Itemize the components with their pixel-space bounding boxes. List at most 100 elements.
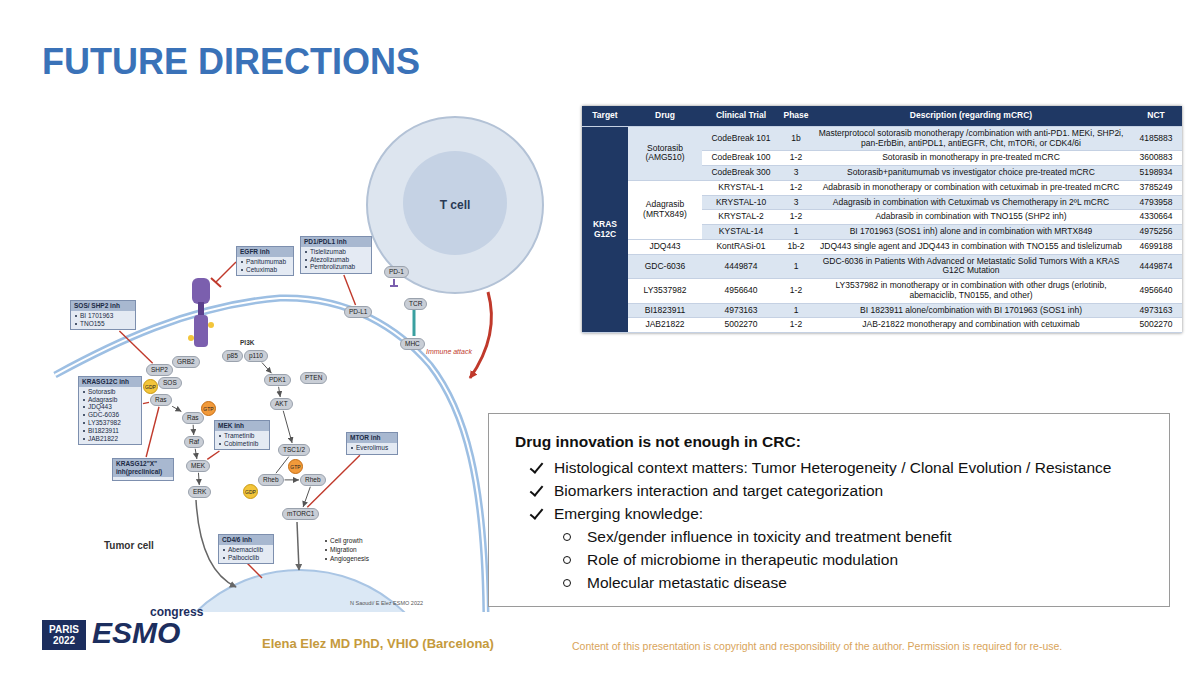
receptor-pill: PD-1 <box>384 266 409 278</box>
inhibition-connector <box>146 407 159 457</box>
table-cell: LY3537982 <box>644 285 687 295</box>
slide-title: FUTURE DIRECTIONS <box>42 44 420 80</box>
table-cell: JAB21822 <box>645 319 684 329</box>
node-heading: PTEN <box>305 374 322 382</box>
activation-arrow <box>193 425 195 435</box>
node-heading: GDP <box>145 384 156 390</box>
table-header: Phase <box>783 110 808 120</box>
inhibitor-box: EGFR inhPanitumumabCetuximab <box>236 246 294 276</box>
node-heading: PD-L1 <box>349 308 367 316</box>
node-heading: TCR <box>409 300 422 308</box>
activation-arrow <box>283 411 292 443</box>
table-cell: 3 <box>794 197 799 207</box>
table-header: Target <box>592 110 617 120</box>
protein-pill: MEK <box>186 460 210 472</box>
node-heading: p85 <box>227 352 238 360</box>
node-heading: GTP <box>290 464 300 470</box>
inhibition-line <box>246 562 262 578</box>
table-header: Drug <box>655 110 675 120</box>
table-cell: GDC-6036 in Patients With Advanced or Me… <box>823 256 1120 276</box>
activation-arrow <box>172 406 181 411</box>
table-cell: Masterprotocol sotorasib monotherapy /co… <box>819 128 1124 148</box>
node-heading: GRB2 <box>177 358 195 366</box>
immune-attack-arrow <box>470 292 491 378</box>
node-heading: p110 <box>249 352 263 360</box>
inhibition-bar <box>211 278 221 287</box>
activation-arrow <box>279 387 281 397</box>
table-cell: Adabrasib in monotherapy or combination … <box>823 182 1120 192</box>
node-heading: Ras <box>155 396 167 404</box>
effect-item: Migration <box>330 546 357 553</box>
inhibition-connector <box>119 331 152 363</box>
table-cell: Adabrasib in combination with TNO155 (SH… <box>875 211 1066 221</box>
protein-pill: PTEN <box>300 372 327 384</box>
signal-arrow <box>297 522 299 570</box>
receptor-pill: TCR <box>404 298 427 310</box>
node-item: Molecular metastatic disease <box>489 571 1169 594</box>
table-cell: Sotorasib+panitumumab vs investigator ch… <box>847 167 1095 177</box>
gtp-circle: GTP <box>288 459 303 474</box>
activation-arrow <box>285 479 299 480</box>
table-cell: 1 <box>794 226 799 236</box>
node-heading: CD4/6 inh <box>219 535 273 545</box>
table-cell: 4793958 <box>1139 197 1172 207</box>
protein-pill: SHP2 <box>146 364 173 376</box>
node-item: GDC-6036 <box>79 411 141 419</box>
node-heading: Rheb <box>305 476 321 484</box>
table-cell: KYSTAL-14 <box>719 226 763 236</box>
egfr-receptor-transmembrane <box>198 302 204 316</box>
table-cell: 1b <box>791 133 800 143</box>
table-cell: 3785249 <box>1139 182 1172 192</box>
gtp-circle: GTP <box>201 401 216 416</box>
table-header: Clinical Trial <box>716 110 766 120</box>
node-item: Atezolizumab <box>301 256 371 264</box>
activation-arrow <box>195 449 197 459</box>
gdp-circle: GDP <box>243 484 258 499</box>
table-cell: 4699188 <box>1139 241 1172 251</box>
table-cell: 3600883 <box>1139 152 1172 162</box>
table-cell: Sotorasib (AMG510) <box>645 143 684 163</box>
table-cell: 1b-2 <box>787 241 804 251</box>
protein-pill: Ras <box>150 394 172 406</box>
protein-pill: TSC1/2 <box>278 444 310 456</box>
activation-arrow <box>262 363 272 374</box>
activation-arrow <box>276 457 289 474</box>
table-cell: 5002270 <box>1139 319 1172 329</box>
protein-pill: Rheb <box>258 474 284 486</box>
inhibitor-box: KRASG12"X" inh(preclinical) <box>112 458 174 481</box>
node-item: BI1823911 <box>79 427 141 435</box>
inhibition-connector <box>344 275 356 305</box>
node-item: Emerging knowledge: <box>489 502 1169 525</box>
node-item: Cobimetinib <box>215 440 269 448</box>
table-cell: LY3537982 in monotherapy or in combinati… <box>835 280 1106 300</box>
table-cell: 4449874 <box>724 261 757 271</box>
pd1-stalk <box>390 279 398 286</box>
table-cell: 4449874 <box>1139 261 1172 271</box>
node-heading: MEK inh <box>215 421 269 431</box>
node-heading: MTOR inh <box>347 433 397 443</box>
node-heading: SHP2 <box>151 366 168 374</box>
table-cell: 1-2 <box>790 152 802 162</box>
node-heading: SOS <box>163 379 177 387</box>
copyright-note: Content of this presentation is copyrigh… <box>572 640 1062 652</box>
table-cell: JAB-21822 monotherapy and combination wi… <box>862 319 1079 329</box>
protein-pill: mTORC1 <box>282 508 319 520</box>
effect-item: Angiogenesis <box>330 555 369 562</box>
text-panel: Drug innovation is not enough in CRC:His… <box>488 413 1170 607</box>
cell-membrane <box>55 298 486 612</box>
table-cell: Adagrasib (MRTX849) <box>643 199 687 219</box>
source-note: N Saoudi/ E Elez ESMO 2022 <box>350 600 423 606</box>
table-cell: KRYSTAL-10 <box>716 197 766 207</box>
table-cell: 4973163 <box>1139 305 1172 315</box>
node-item: Sex/gender influence in toxicity and tre… <box>489 525 1169 548</box>
node-heading: Raf <box>189 438 199 446</box>
node-heading: ERK <box>193 488 206 496</box>
node-heading: PARIS 2022 <box>42 624 86 646</box>
author-credit: Elena Elez MD PhD, VHIO (Barcelona) <box>262 636 494 651</box>
annotation: Immune attack <box>426 348 472 355</box>
inhibitor-box: PD1/PDL1 inhTislelizumabAtezolizumabPemb… <box>300 236 372 274</box>
table-cell: CodeBreak 100 <box>711 152 770 162</box>
logo-box: PARIS 2022 <box>42 620 86 650</box>
inhibitor-box: CD4/6 inhAbemaciclibPalbociclib <box>218 534 274 564</box>
inhibitor-box: MTOR inhEverolimus <box>346 432 398 455</box>
